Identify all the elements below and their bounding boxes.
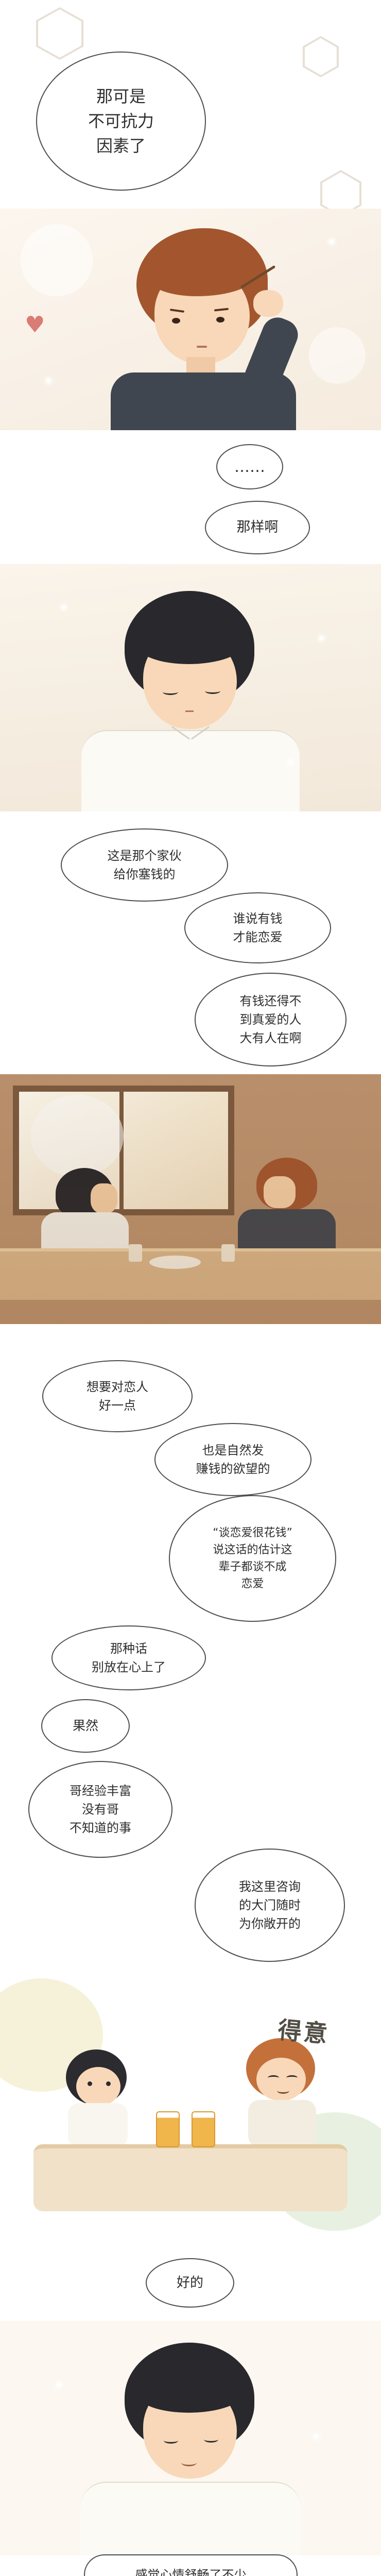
speech-bubble-14: 好的 [146,2258,234,2308]
speech-text: “谈恋爱很花钱” 说这话的估计这 辈子都谈不成 恋爱 [213,1527,292,1590]
character-eye [163,689,178,695]
chibi-eye [268,2075,279,2080]
chibi-table [33,2144,348,2211]
character-shirt [81,730,300,811]
character-shirt [80,2482,301,2555]
character-eye [216,317,224,323]
character-eye [164,2437,178,2444]
sparkle-decor [288,760,292,764]
sparkle-decor [330,240,334,244]
speech-text: 这是那个家伙 给你塞钱的 [107,849,182,882]
window-mullion [119,1086,124,1215]
character-mouth [181,2459,197,2466]
character-hand [253,290,283,317]
sfx-smug-label: 得意 [276,2015,331,2048]
beer-glass [192,2111,215,2147]
plate [149,1256,201,1269]
chibi-eye [106,2081,111,2086]
bokeh-decor [21,224,93,296]
bokeh-decor [309,327,366,384]
character-eye [204,2436,218,2443]
caption-bubble: 感觉心情舒畅了不少 [84,2554,298,2576]
beer-glass [156,2111,180,2147]
speech-bubble-4: 这是那个家伙 给你塞钱的 [61,828,228,902]
light-flare [31,1095,124,1177]
speech-text: 谁说有钱 才能恋爱 [233,911,283,944]
speech-text: 我这里咨询 的大门随时 为你敞开的 [239,1879,301,1931]
speech-bubble-3: 那样啊 [205,501,310,554]
speech-bubble-2: …… [216,444,283,489]
chibi-face [76,2067,120,2106]
caption-text: 感觉心情舒畅了不少 [135,2568,247,2576]
panel-smiling-man [0,2321,381,2555]
speech-bubble-12: 哥经验丰富 没有哥 不知道的事 [28,1761,172,1858]
character-face [264,1176,296,1208]
chibi-face [256,2058,306,2101]
panel-restaurant-table [0,1074,381,1324]
speech-text: …… [234,457,265,476]
chibi-body [68,2103,128,2147]
cup [129,1244,142,1262]
chibi-mouth [277,2088,289,2094]
panel-chibi-table: 得意 [0,1973,381,2236]
chibi-eye [286,2075,298,2080]
speech-text: 那种话 别放在心上了 [92,1641,166,1674]
character-bangs [137,624,244,664]
shading-overlay [0,1074,381,1324]
speech-bubble-7: 想要对恋人 好一点 [42,1360,193,1432]
sparkle-decor [319,636,323,640]
panel-closeup-auburn-man: ♥ [0,209,381,430]
character-eye [172,318,180,324]
chibi-body [248,2100,316,2147]
character-mouth [197,346,207,348]
hexagon-decor-icon [303,36,339,77]
speech-bubble-8: 也是自然发 赚钱的欲望的 [154,1423,311,1496]
speech-text: 有钱还得不 到真爱的人 大有人在啊 [239,994,302,1045]
character-body [41,1212,129,1253]
chibi-eye [88,2081,92,2086]
speech-bubble-6: 有钱还得不 到真爱的人 大有人在啊 [195,973,347,1066]
sparkle-decor [46,379,50,383]
speech-bubble-13: 我这里咨询 的大门随时 为你敞开的 [195,1849,345,1962]
speech-bubble-9: “谈恋爱很花钱” 说这话的估计这 辈子都谈不成 恋爱 [169,1495,336,1622]
character-face [91,1183,117,1213]
sparkle-decor [57,2383,61,2387]
speech-text: 果然 [72,1718,98,1734]
speech-bubble-10: 那种话 别放在心上了 [51,1625,206,1690]
speech-bubble-11: 果然 [41,1699,130,1753]
sparkle-decor [314,2434,318,2438]
character-bangs [137,2374,244,2413]
speech-text: 好的 [176,2275,203,2291]
sparkle-decor [62,605,66,609]
speech-text: 也是自然发 赚钱的欲望的 [196,1443,270,1476]
cup [221,1244,235,1262]
speech-bubble-5: 谁说有钱 才能恋爱 [184,892,331,963]
speech-text: 那样啊 [236,519,279,535]
speech-bubble-1: 那可是 不可抗力 因素了 [36,52,206,191]
character-body [238,1209,336,1253]
character-bangs [148,256,256,296]
hexagon-decor-icon [36,7,83,60]
character-eye [205,688,220,694]
speech-text: 哥经验丰富 没有哥 不知道的事 [70,1784,131,1835]
heart-icon: ♥ [25,312,45,338]
speech-text: 想要对恋人 好一点 [86,1380,148,1413]
speech-text: 那可是 不可抗力 因素了 [88,87,154,156]
panel-black-haired-man [0,564,381,811]
character-mouth [185,710,194,712]
